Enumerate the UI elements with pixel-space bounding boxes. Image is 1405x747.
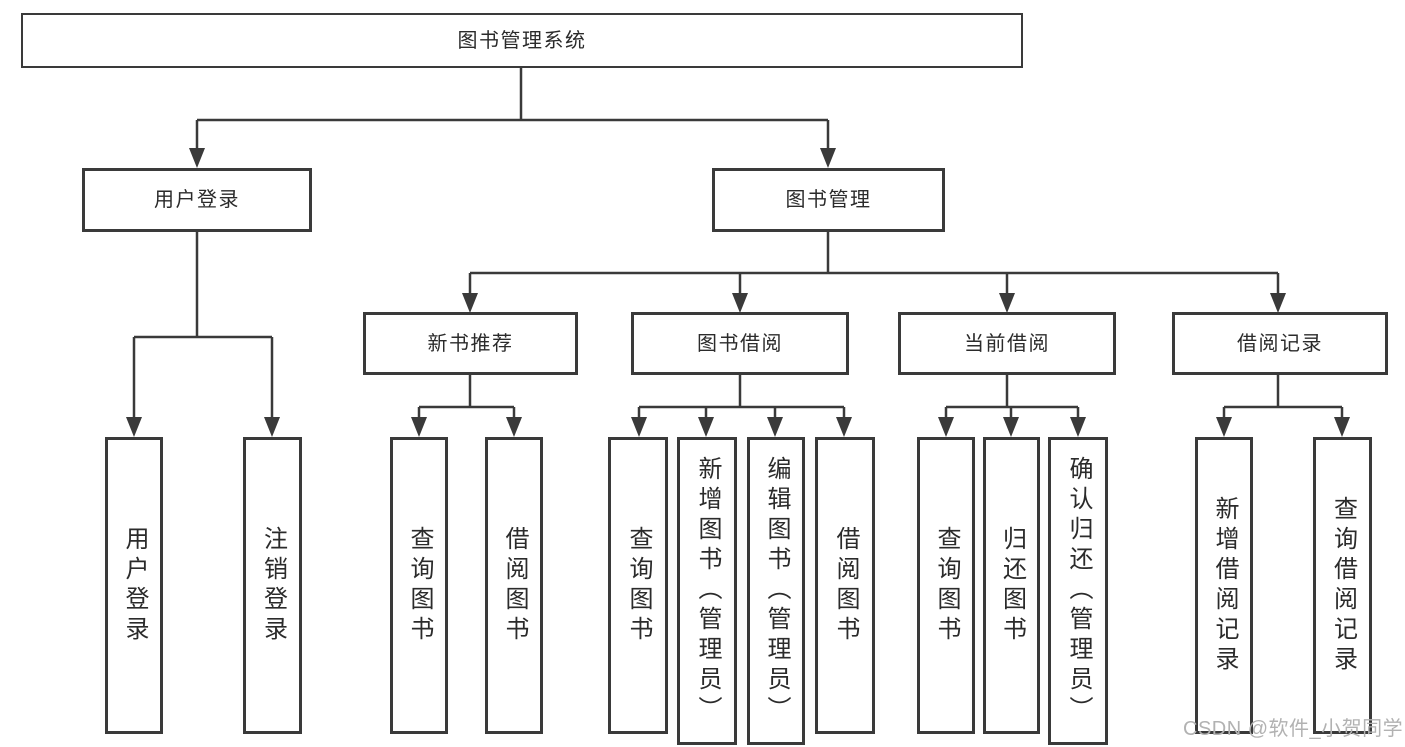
- node-leaf-cb-query-books: 查询图书: [917, 437, 975, 734]
- node-leaf-bb-borrow-books: 借阅图书: [815, 437, 875, 734]
- node-leaf-nb-borrow-books-label: 借阅图书: [501, 525, 528, 646]
- arrowhead-icon: [462, 293, 478, 313]
- arrowhead-icon: [836, 417, 852, 437]
- node-leaf-br-query-record-label: 查询借阅记录: [1329, 495, 1357, 676]
- arrowhead-icon: [698, 417, 714, 437]
- arrowhead-icon: [1070, 417, 1086, 437]
- node-leaf-bb-query-books: 查询图书: [608, 437, 668, 734]
- node-borrowing-records: 借阅记录: [1172, 312, 1388, 375]
- node-leaf-bb-add-books-admin-label: 新增图书（管理员）: [694, 456, 721, 726]
- csdn-watermark: CSDN @软件_小贺同学: [1183, 718, 1404, 740]
- node-user-login: 用户登录: [82, 168, 312, 232]
- node-leaf-user-login: 用户登录: [105, 437, 163, 734]
- arrowhead-icon: [189, 148, 205, 168]
- node-book-management: 图书管理: [712, 168, 945, 232]
- node-book-management-label: 图书管理: [785, 189, 872, 211]
- arrowheads: [126, 148, 1350, 437]
- node-leaf-nb-query-books-label: 查询图书: [406, 525, 433, 646]
- node-borrowing-records-label: 借阅记录: [1237, 332, 1323, 355]
- arrowhead-icon: [732, 293, 748, 313]
- node-user-login-label: 用户登录: [154, 189, 240, 211]
- node-new-book-recommend-label: 新书推荐: [427, 332, 514, 355]
- arrowhead-icon: [767, 417, 783, 437]
- arrowhead-icon: [411, 417, 427, 437]
- node-leaf-cb-query-books-label: 查询图书: [933, 525, 960, 646]
- node-leaf-cb-confirm-return-admin: 确认归还（管理员）: [1048, 437, 1108, 745]
- arrowhead-icon: [1003, 417, 1019, 437]
- node-leaf-bb-borrow-books-label: 借阅图书: [832, 525, 859, 646]
- node-leaf-logout-label: 注销登录: [259, 525, 287, 646]
- node-leaf-bb-edit-books-admin: 编辑图书（管理员）: [747, 437, 805, 745]
- arrowhead-icon: [1334, 417, 1350, 437]
- arrowhead-icon: [1270, 293, 1286, 313]
- arrowhead-icon: [264, 417, 280, 437]
- node-book-borrowing-label: 图书借阅: [697, 332, 783, 355]
- node-new-book-recommend: 新书推荐: [363, 312, 578, 375]
- node-leaf-cb-confirm-return-admin-label: 确认归还（管理员）: [1065, 456, 1092, 726]
- arrowhead-icon: [1216, 417, 1232, 437]
- node-leaf-bb-edit-books-admin-label: 编辑图书（管理员）: [763, 456, 790, 726]
- node-leaf-cb-return-books-label: 归还图书: [998, 525, 1026, 646]
- arrowhead-icon: [126, 417, 142, 437]
- node-book-borrowing: 图书借阅: [631, 312, 849, 375]
- node-leaf-bb-add-books-admin: 新增图书（管理员）: [677, 437, 737, 745]
- node-root: 图书管理系统: [21, 13, 1023, 68]
- node-leaf-br-add-record-label: 新增借阅记录: [1211, 495, 1238, 676]
- node-leaf-br-query-record: 查询借阅记录: [1313, 437, 1372, 734]
- node-root-label: 图书管理系统: [457, 29, 587, 52]
- arrowhead-icon: [506, 417, 522, 437]
- node-current-borrowing-label: 当前借阅: [964, 332, 1050, 355]
- node-leaf-user-login-label: 用户登录: [121, 525, 148, 646]
- arrowhead-icon: [999, 293, 1015, 313]
- node-current-borrowing: 当前借阅: [898, 312, 1116, 375]
- node-leaf-bb-query-books-label: 查询图书: [625, 525, 652, 646]
- node-leaf-nb-query-books: 查询图书: [390, 437, 448, 734]
- node-leaf-logout: 注销登录: [243, 437, 302, 734]
- node-leaf-cb-return-books: 归还图书: [983, 437, 1040, 734]
- arrowhead-icon: [631, 417, 647, 437]
- node-leaf-br-add-record: 新增借阅记录: [1195, 437, 1253, 734]
- arrowhead-icon: [938, 417, 954, 437]
- node-leaf-nb-borrow-books: 借阅图书: [485, 437, 543, 734]
- arrowhead-icon: [820, 148, 836, 168]
